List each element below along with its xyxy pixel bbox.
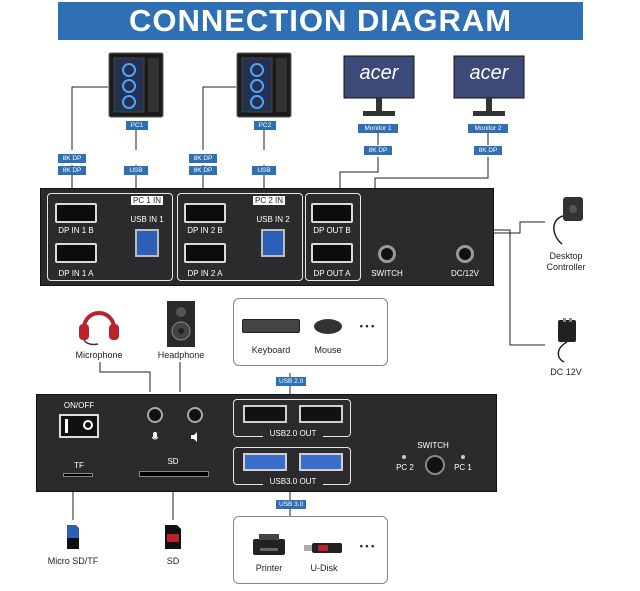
usb2-port-2[interactable] xyxy=(299,405,343,423)
tag-monitor2-dp: 8K DP xyxy=(474,146,502,155)
dp-in-1b-port[interactable] xyxy=(55,203,97,223)
pc2-in-label: PC 2 IN xyxy=(253,196,286,205)
mouse-icon xyxy=(314,319,342,334)
usb-in-1-port[interactable] xyxy=(135,229,159,257)
tag-pc2-usb: USB xyxy=(252,166,276,175)
tf-slot-label: TF xyxy=(74,461,84,470)
keyboard-icon xyxy=(242,319,300,333)
monitor2-brand: acer xyxy=(469,62,509,84)
pc2-in-group xyxy=(177,193,303,281)
dp-in-1a-port[interactable] xyxy=(55,243,97,263)
pc1-in-label: PC 1 IN xyxy=(131,196,164,205)
tag-usb2: USB 2.0 xyxy=(276,377,306,386)
tag-pc1-dp-a: 8K DP xyxy=(58,166,86,175)
tf-card-slot[interactable] xyxy=(63,473,93,477)
sd-card-slot[interactable] xyxy=(139,471,209,477)
usb3-peripherals-panel: Printer U-Disk • • • xyxy=(233,516,388,584)
desktop-controller-label-2: Controller xyxy=(546,262,586,272)
printer-icon xyxy=(252,533,286,557)
power-switch[interactable] xyxy=(59,414,99,438)
desktop-controller-icon xyxy=(548,196,584,248)
usb2-peripherals-panel: Keyboard Mouse • • • xyxy=(233,298,388,366)
more-devices-top: • • • xyxy=(359,321,375,331)
pc1-led-icon xyxy=(461,455,465,459)
tag-pc2-dp-a: 8K DP xyxy=(189,166,217,175)
dp-out-a-port[interactable] xyxy=(311,243,353,263)
title-banner: CONNECTION DIAGRAM xyxy=(58,2,583,40)
headset-microphone-icon xyxy=(76,302,122,348)
dp-in-1b-label: DP IN 1 B xyxy=(58,226,94,235)
tag-pc2-dp-b: 8K DP xyxy=(189,154,217,163)
desktop-controller-label-1: Desktop xyxy=(549,251,583,261)
diagram-title: CONNECTION DIAGRAM xyxy=(128,3,513,38)
pc1-tower-icon xyxy=(108,52,164,118)
front-pc2-label: PC 2 xyxy=(396,463,414,472)
tag-pc1-usb: USB xyxy=(124,166,148,175)
dp-out-a-label: DP OUT A xyxy=(313,269,351,278)
usb3-port-2[interactable] xyxy=(299,453,343,471)
pc1-label: PC1 xyxy=(126,121,148,130)
microphone-label: Microphone xyxy=(75,350,123,360)
usb-in-1-label: USB IN 1 xyxy=(130,215,164,224)
front-switch-button[interactable] xyxy=(425,455,445,475)
front-pc1-label: PC 1 xyxy=(454,463,472,472)
usb-in-2-label: USB IN 2 xyxy=(256,215,290,224)
keyboard-label: Keyboard xyxy=(251,345,291,355)
pc2-tower-icon xyxy=(236,52,292,118)
headphone-label: Headphone xyxy=(157,350,205,360)
dc-jack-label: DC/12V xyxy=(450,269,479,278)
headphone-jack[interactable] xyxy=(187,407,203,423)
dp-in-1a-label: DP IN 1 A xyxy=(58,269,94,278)
dp-in-2b-port[interactable] xyxy=(184,203,226,223)
mic-icon xyxy=(151,429,159,440)
power-switch-label: ON/OFF xyxy=(63,401,95,410)
mic-jack[interactable] xyxy=(147,407,163,423)
front-switch-label: SWITCH xyxy=(417,441,449,450)
usb2-port-1[interactable] xyxy=(243,405,287,423)
monitor1-icon xyxy=(343,55,415,119)
tag-usb3: USB 3.0 xyxy=(276,500,306,509)
speaker-icon xyxy=(191,429,201,442)
pc2-label: PC2 xyxy=(254,121,276,130)
monitor1-label: Monitor 1 xyxy=(358,124,398,133)
power-adapter-icon xyxy=(548,318,584,364)
udisk-label: U-Disk xyxy=(310,563,338,573)
speaker-headphone-icon xyxy=(166,300,196,348)
switch-jack-icon[interactable] xyxy=(378,245,396,263)
mouse-label: Mouse xyxy=(314,345,342,355)
printer-label: Printer xyxy=(255,563,283,573)
usb2-out-label: USB2.0 OUT xyxy=(263,429,323,438)
dp-in-2b-label: DP IN 2 B xyxy=(187,226,223,235)
dp-out-b-label: DP OUT B xyxy=(313,226,351,235)
dp-in-2a-port[interactable] xyxy=(184,243,226,263)
pc1-in-group xyxy=(47,193,173,281)
usb-flash-drive-icon xyxy=(304,541,344,553)
dp-in-2a-label: DP IN 2 A xyxy=(187,269,223,278)
micro-sd-card-icon xyxy=(66,524,80,550)
sd-slot-label: SD xyxy=(167,457,179,466)
more-devices-bottom: • • • xyxy=(359,541,375,551)
kvm-front-panel: ON/OFF TF SD USB2.0 OUT USB3.0 OUT SWITC… xyxy=(36,394,497,492)
monitor2-label: Monitor 2 xyxy=(468,124,508,133)
dc-adapter-label: DC 12V xyxy=(550,367,582,377)
sd-card-icon xyxy=(164,524,182,550)
dp-out-group xyxy=(305,193,361,281)
tag-monitor1-dp: 8K DP xyxy=(364,146,392,155)
usb-in-2-port[interactable] xyxy=(261,229,285,257)
switch-jack-label: SWITCH xyxy=(371,269,403,278)
kvm-rear-panel: PC 1 IN DP IN 1 B DP IN 1 A USB IN 1 PC … xyxy=(40,188,494,286)
usb3-port-1[interactable] xyxy=(243,453,287,471)
pc2-led-icon xyxy=(402,455,406,459)
dp-out-b-port[interactable] xyxy=(311,203,353,223)
monitor1-brand: acer xyxy=(359,62,399,84)
monitor2-icon xyxy=(453,55,525,119)
sd-label: SD xyxy=(166,556,180,566)
micro-sd-label: Micro SD/TF xyxy=(47,556,99,566)
usb3-out-label: USB3.0 OUT xyxy=(263,477,323,486)
dc-jack-icon[interactable] xyxy=(456,245,474,263)
tag-pc1-dp-b: 8K DP xyxy=(58,154,86,163)
